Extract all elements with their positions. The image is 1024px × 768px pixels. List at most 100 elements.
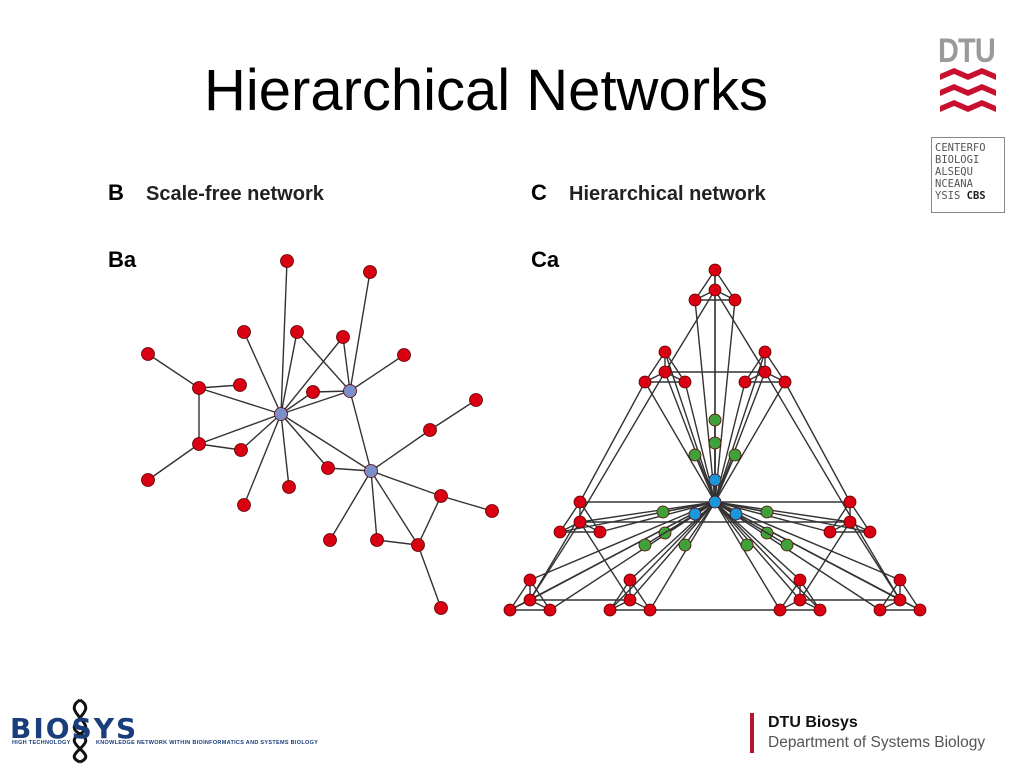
network-node <box>656 505 670 519</box>
network-node <box>363 265 377 279</box>
department-subtitle: Department of Systems Biology <box>768 734 986 751</box>
network-edge <box>529 501 716 581</box>
network-node <box>893 573 907 587</box>
network-edge <box>349 354 405 392</box>
network-edge <box>280 336 344 415</box>
network-node <box>321 461 335 475</box>
network-node <box>780 538 794 552</box>
network-edge <box>147 353 200 389</box>
network-node <box>638 538 652 552</box>
network-node <box>573 515 587 529</box>
network-edge <box>327 467 372 472</box>
network-edge <box>240 413 282 451</box>
network-node <box>638 375 652 389</box>
network-node <box>397 348 411 362</box>
department-block: DTU Biosys Department of Systems Biology <box>750 713 985 753</box>
network-node <box>141 347 155 361</box>
network-edge <box>417 544 442 609</box>
network-edge <box>664 351 716 503</box>
network-edge <box>280 331 298 415</box>
network-node <box>758 365 772 379</box>
network-node <box>280 254 294 268</box>
network-edge <box>280 413 290 488</box>
network-node <box>282 480 296 494</box>
network-node <box>434 601 448 615</box>
network-edge <box>370 470 378 541</box>
network-node <box>760 505 774 519</box>
network-node <box>738 375 752 389</box>
network-node <box>343 384 357 398</box>
network-edge <box>296 331 351 392</box>
network-node <box>485 504 499 518</box>
network-node <box>658 365 672 379</box>
network-node <box>623 593 637 607</box>
network-node <box>708 413 722 427</box>
network-edge <box>784 381 851 503</box>
biosys-tagline-left: HIGH TECHNOLOGY <box>12 740 71 746</box>
network-node <box>323 533 337 547</box>
network-node <box>843 515 857 529</box>
network-node <box>503 603 517 617</box>
network-edge <box>714 501 901 581</box>
network-node <box>813 603 827 617</box>
network-node <box>523 573 537 587</box>
network-edge <box>714 351 766 503</box>
network-node <box>740 538 754 552</box>
network-edge <box>714 501 801 581</box>
biosys-tagline-right: KNOWLEDGE NETWORK WITHIN BIOINFORMATICS … <box>96 740 319 746</box>
network-node <box>708 263 722 277</box>
network-edge <box>243 413 282 506</box>
cbs-logo: CENTERFO BIOLOGI ALSEQU NCEANA YSIS CBS <box>931 137 1005 213</box>
network-node <box>643 603 657 617</box>
cbs-mark: CBS <box>966 190 986 202</box>
network-edge <box>198 387 282 415</box>
network-edge <box>664 371 716 503</box>
network-node <box>434 489 448 503</box>
network-node <box>729 507 743 521</box>
network-edge <box>694 454 716 503</box>
dtu-logo-text: DTU <box>938 32 996 70</box>
network-edge <box>714 289 766 373</box>
network-edge <box>429 399 477 431</box>
network-node <box>336 330 350 344</box>
network-edge <box>714 381 786 503</box>
network-node <box>192 437 206 451</box>
network-edge <box>764 371 901 601</box>
network-edge <box>329 470 372 541</box>
network-node <box>688 293 702 307</box>
network-edge <box>280 413 329 469</box>
network-edge <box>629 501 716 601</box>
network-edge <box>529 371 666 601</box>
network-node <box>778 375 792 389</box>
network-edge <box>280 390 351 415</box>
network-node <box>290 325 304 339</box>
network-node <box>728 448 742 462</box>
network-edge <box>579 381 646 503</box>
network-edge <box>147 443 200 481</box>
cbs-line: YSIS <box>935 190 961 202</box>
network-node <box>274 407 288 421</box>
network-node <box>623 573 637 587</box>
network-node <box>793 573 807 587</box>
network-node <box>237 498 251 512</box>
cbs-line: ALSEQU <box>935 166 973 178</box>
cbs-line: BIOLOGI <box>935 154 980 166</box>
network-edge <box>549 501 716 611</box>
network-node <box>708 473 722 487</box>
dna-helix-icon <box>72 698 88 764</box>
network-node <box>843 495 857 509</box>
network-node <box>469 393 483 407</box>
department-name: DTU Biosys <box>768 714 858 731</box>
network-edge <box>714 501 801 601</box>
network-node <box>873 603 887 617</box>
network-edge <box>714 371 766 503</box>
network-edge <box>644 501 716 546</box>
network-edge <box>440 495 493 512</box>
panel-ca-label: Ca <box>531 247 560 272</box>
network-node <box>773 603 787 617</box>
network-node <box>234 443 248 457</box>
network-node <box>823 525 837 539</box>
network-edge <box>714 454 736 503</box>
panel-b-title: Scale-free network <box>146 183 325 205</box>
network-node <box>708 436 722 450</box>
